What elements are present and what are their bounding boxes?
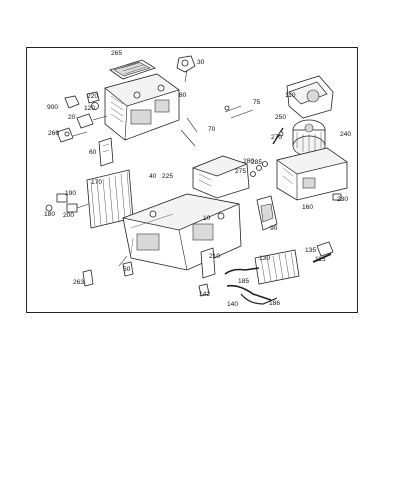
- callout-285: 285: [251, 159, 263, 166]
- callout-230: 230: [337, 196, 349, 203]
- callout-263: 263: [73, 279, 85, 286]
- pin-part: [272, 127, 284, 145]
- callout-220: 220: [87, 93, 99, 100]
- callout-275: 275: [235, 168, 247, 175]
- rod-part: [312, 253, 332, 263]
- callout-265: 265: [111, 50, 123, 57]
- callout-30: 30: [197, 59, 205, 66]
- expansion-valve-part: [45, 193, 90, 213]
- servo-motors-part: [56, 91, 108, 143]
- blower-housing-part: [286, 75, 334, 119]
- callout-75: 75: [253, 99, 261, 106]
- callout-186: 186: [269, 300, 281, 307]
- clip-part: [316, 241, 334, 257]
- clamps-part: [82, 261, 210, 297]
- callout-210: 210: [209, 253, 221, 260]
- callout-90: 90: [270, 225, 278, 232]
- callout-170: 170: [91, 179, 103, 186]
- coolant-pipes-part: [224, 267, 278, 305]
- callout-260: 260: [48, 130, 60, 137]
- cover-panel-part: [200, 247, 216, 279]
- callout-180: 180: [44, 211, 56, 218]
- callout-200: 200: [63, 212, 75, 219]
- bracket-part: [98, 137, 114, 167]
- air-duct-part: [191, 155, 250, 199]
- washers-part: [250, 161, 268, 177]
- callout-142: 142: [199, 291, 211, 298]
- mounting-bracket-part: [256, 195, 278, 231]
- callout-80: 80: [179, 92, 187, 99]
- callout-160: 160: [302, 204, 314, 211]
- callout-50: 50: [123, 266, 131, 273]
- callout-185: 185: [238, 278, 250, 285]
- callout-20: 20: [68, 114, 76, 121]
- callout-140: 140: [227, 301, 239, 308]
- upper-housing-part: [104, 73, 180, 141]
- callout-110: 110: [285, 92, 296, 99]
- callout-120: 120: [84, 105, 96, 112]
- main-housing-part: [118, 193, 242, 271]
- callout-130: 130: [259, 255, 271, 262]
- callout-115: 115: [315, 256, 326, 263]
- callout-60: 60: [89, 149, 97, 156]
- callout-10: 10: [203, 215, 211, 222]
- callout-240: 240: [340, 131, 352, 138]
- callout-135: 135: [305, 247, 317, 254]
- filter-cover-part: [109, 59, 156, 80]
- callout-190: 190: [65, 190, 77, 197]
- callout-280: 280: [243, 158, 255, 165]
- callout-250: 250: [275, 114, 287, 121]
- callout-225: 225: [162, 173, 174, 180]
- callout-270: 270: [271, 134, 283, 141]
- exploded-parts-diagram: 265 30 80 220 900 120 20 260 60 75 70 11…: [26, 47, 358, 313]
- flap-actuator-part: [176, 55, 196, 83]
- heater-core-part: [254, 249, 300, 285]
- linkage-rod-part: [180, 105, 254, 147]
- parts-illustration: [45, 55, 348, 305]
- callout-900: 900: [47, 104, 59, 111]
- blower-case-part: [276, 147, 348, 201]
- callout-40: 40: [149, 173, 157, 180]
- callout-70: 70: [208, 126, 216, 133]
